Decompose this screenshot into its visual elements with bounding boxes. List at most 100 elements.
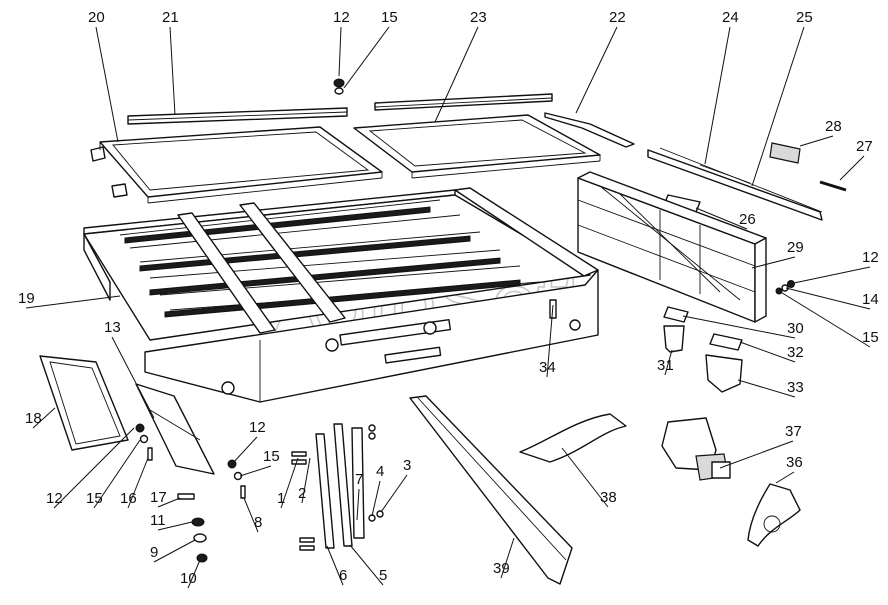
callout-leader-6 <box>326 545 344 586</box>
part-5-strap <box>333 423 353 547</box>
callout-label-34: 34 <box>539 359 556 376</box>
callout-label-17: 17 <box>150 489 167 506</box>
callout-leader-37 <box>719 440 794 469</box>
callout-leader-29 <box>751 256 796 269</box>
callout-label-15: 15 <box>381 9 398 26</box>
callout-leader-5 <box>349 544 384 586</box>
callout-label-13: 13 <box>104 319 121 336</box>
callout-leader-17 <box>157 497 181 508</box>
callout-leader-12 <box>793 266 871 284</box>
part-23-frame <box>353 114 601 179</box>
part-32-bracket <box>709 333 743 351</box>
callout-label-18: 18 <box>25 410 42 427</box>
callout-label-1: 1 <box>277 490 285 507</box>
callout-label-16: 16 <box>120 490 137 507</box>
callout-leader-25 <box>751 26 805 187</box>
part-37-gearbox <box>661 417 731 481</box>
part-1-2-bolts <box>291 451 315 551</box>
callout-label-19: 19 <box>18 290 35 307</box>
callout-label-33: 33 <box>787 379 804 396</box>
part-39-trough <box>409 395 573 585</box>
part-36-plate <box>747 483 801 547</box>
callout-label-15: 15 <box>86 490 103 507</box>
part-4-3-nuts <box>368 424 384 522</box>
callout-label-2: 2 <box>298 485 306 502</box>
callout-leader-7 <box>356 488 360 521</box>
callout-labels: 20 21 12 15 23 22 24 25 28 27 26 29 12 14 15 30 32 33 31 34… <box>18 9 879 587</box>
part-28-block <box>769 142 801 164</box>
callout-leader-2 <box>301 457 311 504</box>
part-13-panel <box>135 383 215 475</box>
callout-leader-15 <box>93 439 141 509</box>
callout-leader-18 <box>32 407 56 429</box>
part-12-14-15-right-fasteners <box>775 280 795 295</box>
part-33-scoop <box>705 354 743 393</box>
callout-label-5: 5 <box>379 567 387 584</box>
callout-label-12: 12 <box>862 249 879 266</box>
callout-label-26: 26 <box>739 211 756 228</box>
part-6-strap <box>315 433 335 549</box>
callout-label-24: 24 <box>722 9 739 26</box>
callout-leader-19 <box>25 295 121 309</box>
callout-leader-32 <box>739 341 796 363</box>
callout-leader-31 <box>664 349 673 376</box>
part-38-bracket <box>519 413 627 463</box>
callout-label-27: 27 <box>856 138 873 155</box>
callout-leader-33 <box>737 379 796 398</box>
callout-label-25: 25 <box>796 9 813 26</box>
callout-label-12: 12 <box>333 9 350 26</box>
callout-label-12: 12 <box>249 419 266 436</box>
callout-leader-34 <box>546 304 554 378</box>
callout-leader-28 <box>799 135 834 147</box>
callout-label-23: 23 <box>470 9 487 26</box>
callout-leader-39 <box>500 537 515 579</box>
callout-leader-23 <box>434 26 479 123</box>
callout-leader-30 <box>682 315 796 339</box>
callout-leader-1 <box>280 457 299 509</box>
callout-leaders <box>25 26 871 589</box>
callout-leader-36 <box>775 471 795 484</box>
callout-leader-38 <box>561 447 609 508</box>
callout-leader-13 <box>111 336 155 419</box>
callout-label-4: 4 <box>376 463 384 480</box>
callout-label-22: 22 <box>609 9 626 26</box>
callout-leader-20 <box>95 26 119 143</box>
part-29-hopper <box>577 171 767 323</box>
part-17-11-9-10-fasteners <box>177 493 208 563</box>
part-20-frame <box>90 126 383 204</box>
callout-label-28: 28 <box>825 118 842 135</box>
callout-leader-27 <box>839 155 865 181</box>
callout-label-29: 29 <box>787 239 804 256</box>
callout-leader-26 <box>695 207 748 230</box>
callout-label-12: 12 <box>46 490 63 507</box>
callout-leader-12 <box>53 427 135 509</box>
callout-label-10: 10 <box>180 570 197 587</box>
callout-label-15: 15 <box>263 448 280 465</box>
callout-leader-22 <box>575 26 618 114</box>
callout-label-11: 11 <box>150 512 166 529</box>
part-23-rail <box>374 93 553 111</box>
callout-leader-21 <box>169 26 176 116</box>
callout-label-20: 20 <box>88 9 105 26</box>
part-21-rail <box>127 107 348 125</box>
callout-label-14: 14 <box>862 291 879 308</box>
callout-label-7: 7 <box>355 471 363 488</box>
part-27-pin <box>819 180 847 192</box>
part-24-25-channel <box>647 147 823 221</box>
callout-leader-15 <box>239 465 272 477</box>
callout-label-6: 6 <box>339 567 347 584</box>
part-22-plate <box>544 112 635 148</box>
callout-label-32: 32 <box>787 344 804 361</box>
part-18-panel <box>39 355 129 451</box>
part-7-plate <box>351 427 365 539</box>
callout-label-30: 30 <box>787 320 804 337</box>
callout-leader-11 <box>157 521 193 531</box>
part-19-chassis <box>83 187 599 403</box>
callout-label-31: 31 <box>657 357 674 374</box>
callout-leader-9 <box>153 539 196 563</box>
callout-label-36: 36 <box>786 454 803 471</box>
callout-leader-10 <box>187 559 201 589</box>
callout-leader-14 <box>785 287 871 310</box>
